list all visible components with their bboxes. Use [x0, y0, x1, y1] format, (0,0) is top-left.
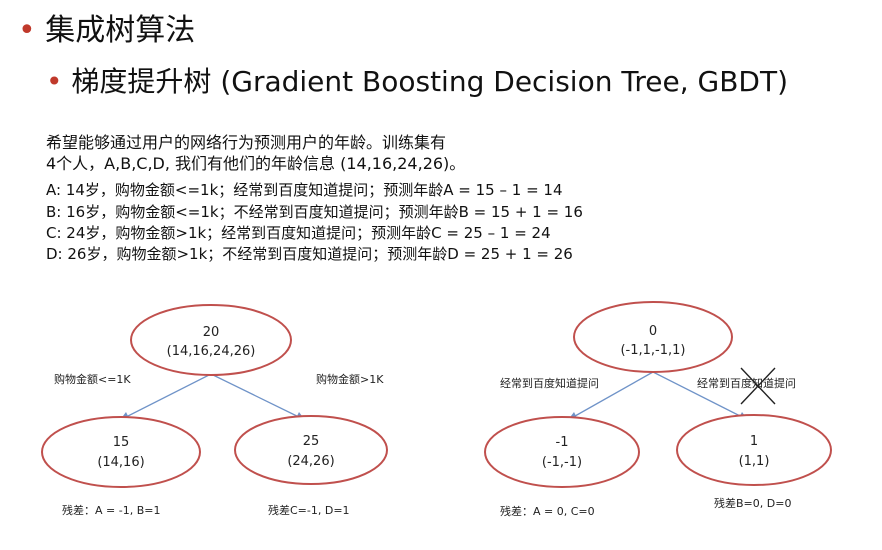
negation-cross-icon: [740, 367, 776, 405]
tree1-right-edge-line: [210, 373, 306, 421]
description-line-2: 4个人，A,B,C,D, 我们有他们的年龄信息 (14,16,24,26)。: [46, 154, 466, 173]
tree1-root-node: [130, 304, 292, 376]
tree1-right-value: 25: [303, 434, 320, 449]
description-line-1: 希望能够通过用户的网络行为预测用户的年龄。训练集有: [46, 133, 447, 152]
description-row-c: C: 24岁，购物金额>1k；经常到百度知道提问；预测年龄C = 25 – 1 …: [46, 224, 551, 242]
tree2-left-value: -1: [556, 435, 569, 450]
tree1-right-edge-label: 购物金额>1K: [316, 372, 384, 386]
tree2-left-edge-label: 经常到百度知道提问: [500, 376, 599, 390]
tree1-left-edge-label: 购物金额<=1K: [54, 372, 131, 386]
tree2-left-edge-line: [567, 371, 654, 421]
tree2-right-edge-line: [652, 371, 749, 421]
tree1-root-set: (14,16,24,26): [167, 344, 256, 359]
tree2-left-residual: 残差：A = 0, C=0: [500, 504, 595, 518]
tree1-root-value: 20: [203, 325, 220, 340]
heading-bullet: •: [18, 13, 36, 48]
tree2-left-set: (-1,-1): [542, 455, 582, 470]
tree1-left-node: [41, 416, 201, 488]
tree2-right-residual: 残差B=0, D=0: [714, 496, 791, 510]
tree1-left-set: (14,16): [97, 455, 144, 470]
description-row-b: B: 16岁，购物金额<=1k；不经常到百度知道提问；预测年龄B = 15 + …: [46, 203, 583, 221]
tree1-right-residual: 残差C=-1, D=1: [268, 503, 350, 517]
tree1-left-edge-line: [119, 373, 212, 421]
tree1-left-residual: 残差：A = -1, B=1: [62, 503, 160, 517]
tree-2: 0 (-1,1,-1,1) -1 (-1,-1) 1 (1,1) 经常到百度知道…: [484, 301, 832, 518]
subheading-title: 梯度提升树 (Gradient Boosting Decision Tree, …: [71, 65, 788, 98]
tree1-right-node: [234, 415, 388, 485]
description-row-d: D: 26岁，购物金额>1k；不经常到百度知道提问；预测年龄D = 25 + 1…: [46, 245, 573, 263]
description-row-a: A: 14岁，购物金额<=1k；经常到百度知道提问；预测年龄A = 15 – 1…: [46, 181, 563, 199]
tree2-root-node: [573, 301, 733, 373]
heading-title: 集成树算法: [45, 13, 196, 48]
tree2-right-value: 1: [750, 434, 758, 449]
subheading-bullet: •: [46, 65, 63, 98]
tree-1: 20 (14,16,24,26) 15 (14,16) 25 (24,26) 购…: [41, 304, 388, 517]
tree1-right-set: (24,26): [287, 454, 334, 469]
tree2-right-edge-label: 经常到百度知道提问: [697, 376, 796, 390]
tree2-root-value: 0: [649, 324, 657, 339]
tree1-left-value: 15: [113, 435, 130, 450]
tree2-left-node: [484, 416, 640, 488]
heading: • 集成树算法: [18, 14, 195, 48]
tree2-right-set: (1,1): [739, 454, 770, 469]
tree2-right-node: [676, 414, 832, 486]
subheading: • 梯度提升树 (Gradient Boosting Decision Tree…: [46, 66, 788, 98]
tree2-root-set: (-1,1,-1,1): [620, 343, 685, 358]
